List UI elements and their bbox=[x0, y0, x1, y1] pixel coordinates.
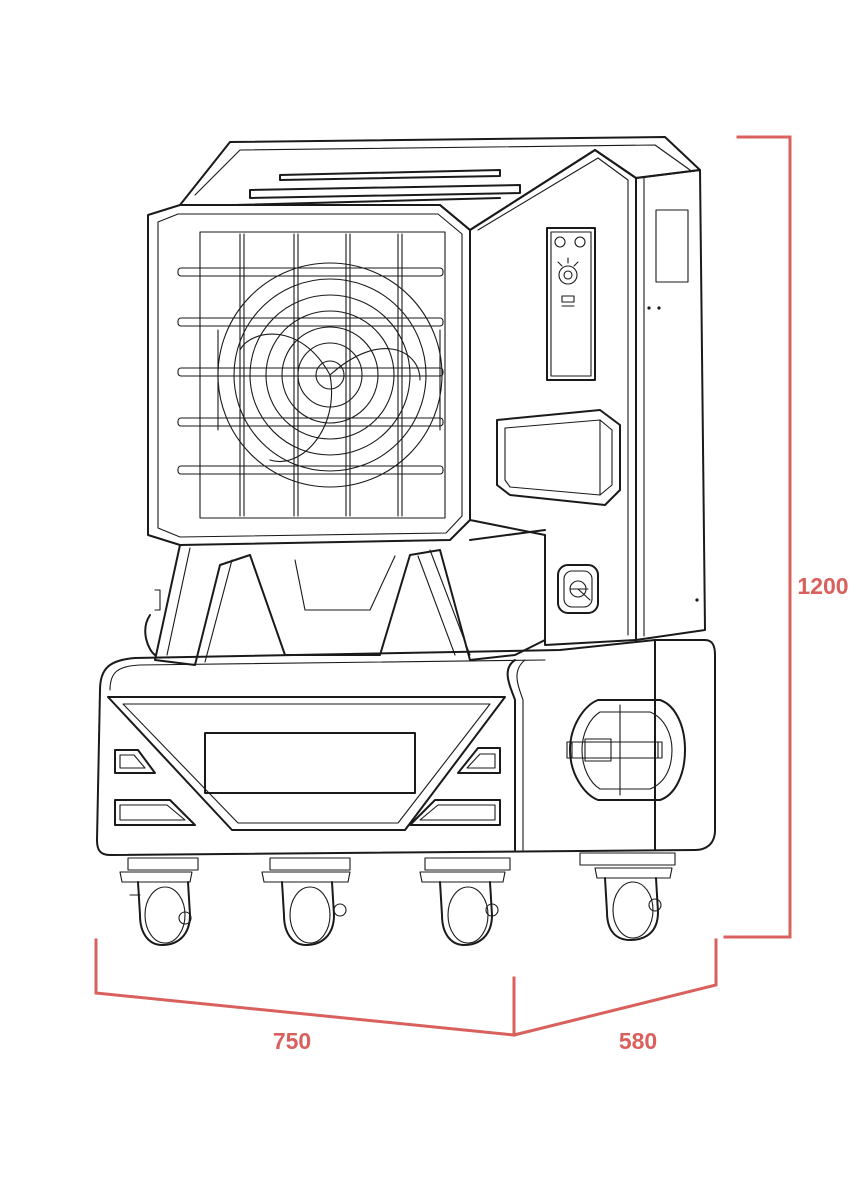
height-dimension-label: 1200 bbox=[797, 573, 848, 599]
depth-dimension-line bbox=[512, 938, 718, 1037]
caster-2 bbox=[261, 857, 351, 946]
caster-1 bbox=[119, 857, 199, 946]
caster-wheel-icon bbox=[119, 852, 676, 946]
water-inlet-valve bbox=[557, 564, 599, 614]
cooler-upper-body bbox=[147, 136, 706, 646]
width-dimension-line bbox=[94, 938, 516, 1037]
caster-3 bbox=[419, 857, 511, 946]
dimension-lines bbox=[94, 135, 792, 1037]
side-handle-recess bbox=[496, 409, 621, 506]
support-frame bbox=[144, 529, 546, 666]
fan-blades bbox=[217, 262, 443, 488]
caster-4 bbox=[579, 852, 676, 941]
depth-dimension-label: 580 bbox=[619, 1028, 657, 1054]
width-dimension-label: 750 bbox=[273, 1028, 311, 1054]
fan-grille-icon bbox=[177, 231, 446, 519]
water-tank-base bbox=[96, 639, 716, 856]
control-panel-icon bbox=[546, 227, 596, 381]
height-dimension-line bbox=[723, 135, 792, 939]
